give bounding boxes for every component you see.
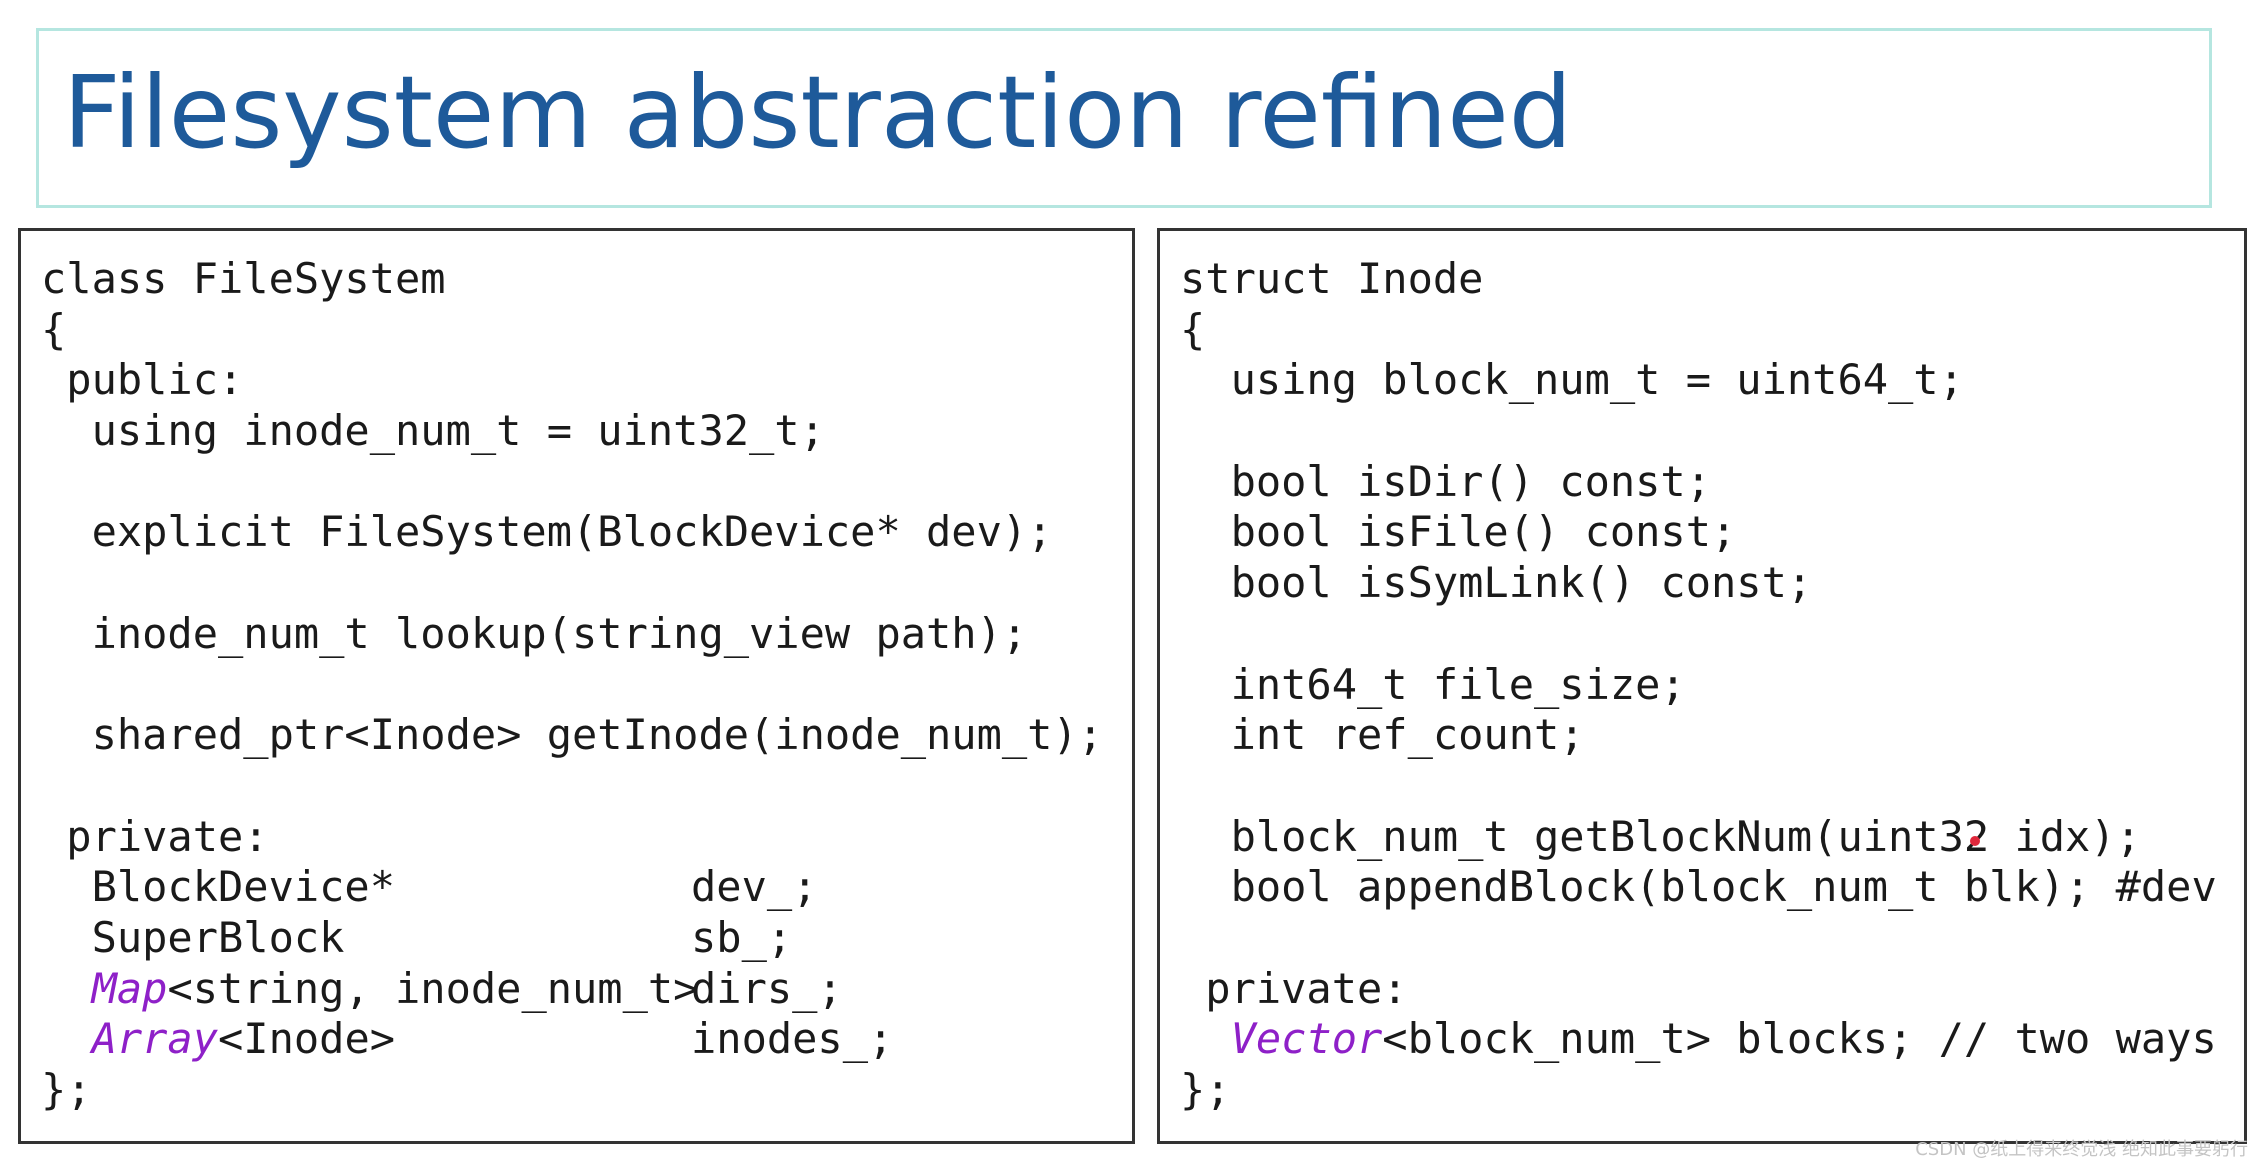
- title-box: Filesystem abstraction refined: [36, 28, 2212, 208]
- code-line: struct Inode: [1180, 254, 1484, 303]
- code-line: shared_ptr<Inode> getInode(inode_num_t);: [41, 710, 1104, 760]
- code-line: [1180, 609, 2217, 660]
- code-line: {: [1180, 304, 1206, 354]
- code-line: bool isDir() const;: [1180, 456, 1712, 506]
- code-line: Array<Inode>inodes_;: [91, 1014, 894, 1064]
- code-line: {: [41, 304, 67, 354]
- code-line: bool appendBlock(block_num_t blk); #dev: [1180, 862, 2217, 912]
- code-line: [41, 558, 1103, 609]
- code-line: private:: [41, 811, 269, 861]
- code-line: using inode_num_t = uint32_t;: [41, 406, 825, 456]
- code-line: public:: [41, 355, 244, 405]
- code-line: explicit FileSystem(BlockDevice* dev);: [41, 507, 1053, 557]
- filesystem-class-code-panel: class FileSystem { public: using inode_n…: [18, 228, 1135, 1144]
- type-keyword: Map: [91, 963, 168, 1013]
- code-line: class FileSystem: [41, 254, 446, 303]
- code-line: Vector<block_num_t> blocks; // two ways: [1230, 1014, 2217, 1064]
- code-line: bool isFile() const;: [1180, 507, 1737, 557]
- code-line: BlockDevice*dev_;: [41, 862, 818, 912]
- code-line: [1180, 406, 2217, 457]
- member-name: dev_;: [691, 862, 818, 912]
- filesystem-code-lines: class FileSystem { public: using inode_n…: [41, 254, 1103, 1116]
- inode-code-lines: struct Inode { using block_num_t = uint6…: [1180, 254, 2217, 1116]
- slide-title: Filesystem abstraction refined: [63, 54, 1573, 171]
- code-line: using block_num_t = uint64_t;: [1180, 355, 1964, 405]
- pointer-dot: [1970, 836, 1980, 846]
- code-line: [41, 761, 1103, 812]
- type-keyword: Array: [91, 1014, 219, 1064]
- inode-struct-code-panel: struct Inode { using block_num_t = uint6…: [1157, 228, 2247, 1144]
- code-line: };: [1180, 1065, 1231, 1114]
- code-line: private:: [1180, 963, 1408, 1013]
- type-keyword: Vector: [1230, 1014, 1383, 1064]
- member-name: dirs_;: [691, 963, 843, 1013]
- code-line: [1180, 913, 2217, 964]
- watermark: CSDN @纸上得来终觉浅 绝知此事要躬行: [1915, 1139, 2248, 1160]
- member-name: inodes_;: [691, 1014, 894, 1064]
- code-line: };: [41, 1065, 92, 1114]
- code-line: bool isSymLink() const;: [1180, 558, 1813, 608]
- code-line: inode_num_t lookup(string_view path);: [41, 608, 1028, 658]
- code-line: [1180, 761, 2217, 812]
- code-line: int ref_count;: [1180, 710, 1585, 760]
- member-name: sb_;: [691, 912, 793, 962]
- code-line: int64_t file_size;: [1180, 659, 1686, 709]
- code-line: [41, 660, 1103, 711]
- code-line: block_num_t getBlockNum(uint32 idx);: [1180, 811, 2141, 861]
- code-line: [41, 457, 1103, 508]
- code-line: Map<string, inode_num_t>dirs_;: [91, 963, 843, 1013]
